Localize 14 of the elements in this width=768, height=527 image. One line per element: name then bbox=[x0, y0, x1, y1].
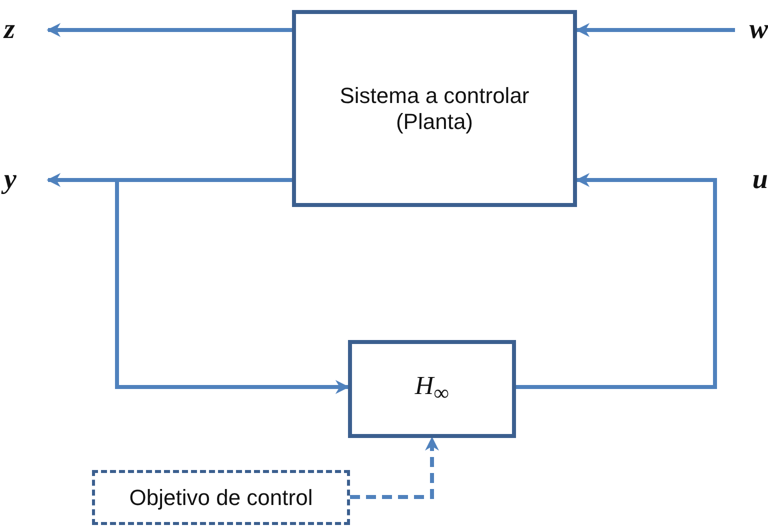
arrow bbox=[115, 178, 350, 394]
arrow bbox=[46, 23, 292, 37]
arrow bbox=[516, 173, 717, 389]
dashed-arrow bbox=[350, 436, 439, 499]
dashed-box bbox=[92, 470, 350, 525]
signal-label: w bbox=[749, 14, 768, 46]
process-box bbox=[292, 10, 577, 207]
process-box bbox=[348, 340, 516, 438]
arrow bbox=[576, 23, 735, 37]
box-label: H$_{∞}$ bbox=[414, 371, 450, 407]
box-label: Objetivo de control bbox=[129, 484, 313, 510]
edge-label: u bbox=[752, 164, 768, 196]
box-label: Sistema a controlar (Planta) bbox=[338, 82, 530, 134]
signal-label: z bbox=[4, 14, 15, 46]
